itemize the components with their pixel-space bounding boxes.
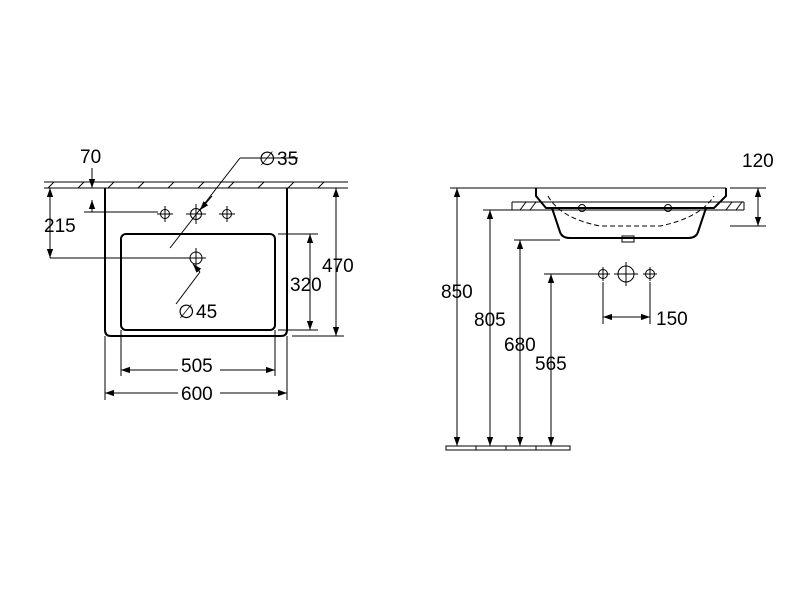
side-view: 120 150 bbox=[441, 151, 774, 451]
dim-total-width-label: 600 bbox=[181, 384, 213, 405]
dim-drain-symbol: ∅ bbox=[178, 302, 195, 323]
front-view: 70 215 ∅ 35 ∅ 45 470 bbox=[44, 147, 354, 405]
waste-hole-center bbox=[614, 262, 638, 286]
dim-bowl-width: 505 bbox=[120, 330, 276, 377]
dim-basin-height-label: 120 bbox=[742, 151, 774, 172]
dim-basin-height: 120 bbox=[730, 151, 774, 227]
dim-drain-height-label: 680 bbox=[504, 335, 536, 356]
dim-tap-height: 215 bbox=[44, 188, 190, 259]
dim-tap-offset-label: 70 bbox=[80, 147, 101, 168]
dim-drain-height: 680 bbox=[504, 239, 560, 446]
floor bbox=[445, 445, 571, 451]
basin-outline bbox=[104, 188, 288, 337]
basin-side-body bbox=[551, 207, 707, 239]
dim-waste-spacing: 150 bbox=[602, 282, 688, 330]
dim-bowl-depth-label: 320 bbox=[290, 275, 322, 296]
dim-total-depth: 470 bbox=[292, 188, 354, 337]
tap-hole-right bbox=[219, 206, 235, 222]
dim-hole-tap-symbol: ∅ bbox=[259, 149, 276, 170]
dim-top-height-label: 850 bbox=[441, 282, 473, 303]
dim-waste-height-label: 565 bbox=[535, 354, 567, 375]
waste-hole-left bbox=[596, 267, 610, 281]
dim-bowl-width-label: 505 bbox=[181, 356, 213, 377]
waste-holes bbox=[596, 262, 657, 286]
dim-waste-spacing-label: 150 bbox=[656, 309, 688, 330]
dim-top-height: 850 bbox=[441, 187, 540, 446]
dim-bracket-height: 805 bbox=[474, 209, 514, 446]
bowl-dashed bbox=[547, 195, 715, 227]
leader-tap-hole: ∅ 35 bbox=[169, 149, 298, 249]
dim-tap-height-label: 215 bbox=[44, 216, 76, 237]
waste-hole-right bbox=[643, 267, 657, 281]
dim-waste-height: 565 bbox=[535, 273, 596, 446]
side-hole-left bbox=[578, 204, 586, 212]
dim-hole-tap-label: 35 bbox=[277, 149, 298, 170]
tap-hole-left bbox=[157, 206, 173, 222]
dim-total-depth-label: 470 bbox=[322, 256, 354, 277]
dim-total-width: 600 bbox=[104, 336, 288, 405]
dim-bowl-depth: 320 bbox=[278, 233, 322, 331]
bowl-outline bbox=[120, 233, 276, 331]
wall-hatch bbox=[44, 181, 348, 189]
side-drain bbox=[621, 235, 635, 243]
basin-side-top bbox=[535, 188, 727, 209]
side-hole-right bbox=[664, 204, 672, 212]
leader-drain: ∅ 45 bbox=[175, 263, 217, 323]
dim-drain-label: 45 bbox=[196, 302, 217, 323]
dim-bracket-height-label: 805 bbox=[474, 310, 506, 331]
dim-tap-offset: 70 bbox=[80, 147, 158, 213]
